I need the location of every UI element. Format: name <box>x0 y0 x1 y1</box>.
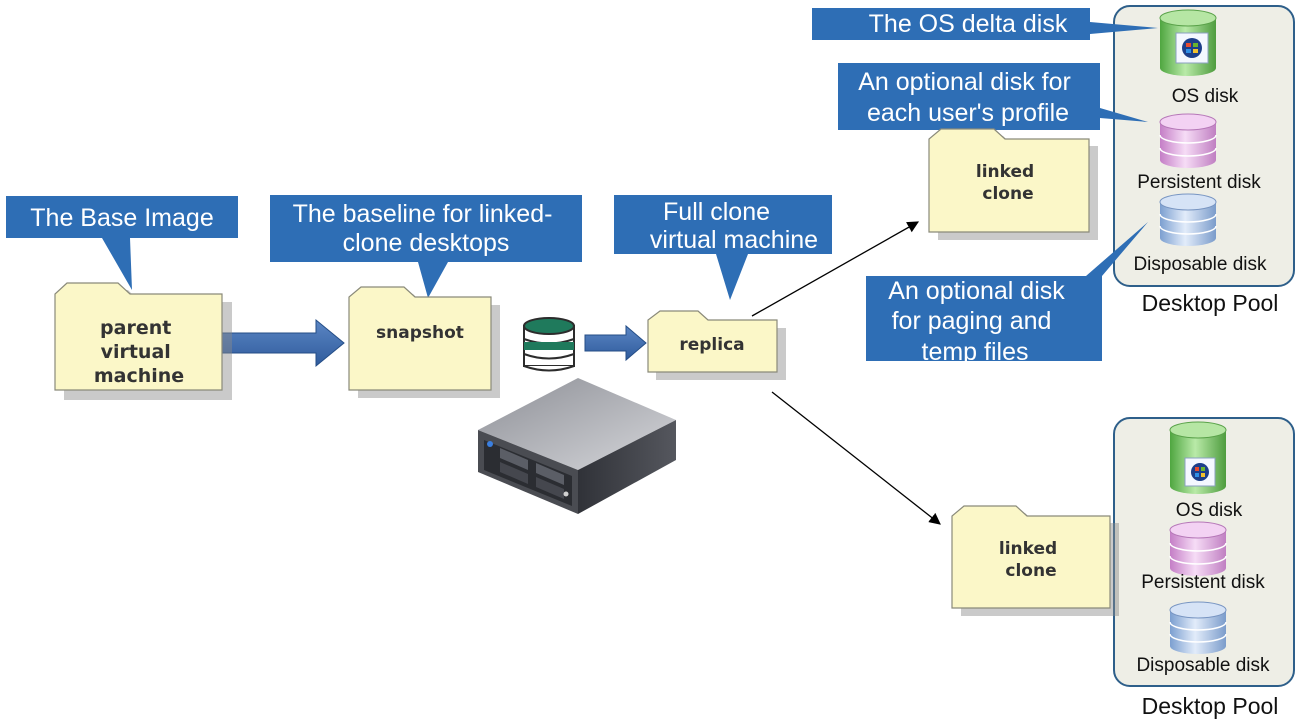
svg-text:parent virtual mac: parent virtual machine <box>94 317 184 387</box>
folder-parent-line-2: virtual <box>101 341 171 363</box>
folder-linked-clone-top: linked clone <box>928 128 1098 240</box>
arrow-storage-to-replica <box>584 324 647 362</box>
arrow-parent-to-snapshot <box>219 318 345 368</box>
callout-baseline-line-2: clone desktops <box>343 229 510 257</box>
callout-base-image: The Base Image <box>6 196 238 290</box>
disk-cylinder-icon <box>1170 530 1226 576</box>
callout-full-clone-line-2: virtual machine <box>650 226 818 254</box>
folder-parent-vm: parent virtual machine <box>54 282 232 400</box>
server-icon <box>478 378 676 514</box>
folder-replica: replica <box>647 310 786 380</box>
disposable-disk-top-label: Disposable disk <box>1133 254 1267 275</box>
persistent-disk-bottom-label: Persistent disk <box>1141 572 1265 593</box>
os-disk-top <box>1159 9 1217 76</box>
arrow-replica-to-linked-top <box>751 221 920 317</box>
callout-baseline: The baseline for linked- clone desktops <box>270 195 582 298</box>
callout-full-clone: Full clone virtual machine <box>614 195 832 300</box>
callout-base-image-line: The Base Image <box>30 204 213 232</box>
callout-os-delta-line: The OS delta disk <box>869 10 1068 38</box>
callout-paging-disk: An optional disk for paging and temp fil… <box>866 222 1148 366</box>
svg-text:An optional disk for eac: An optional disk for each user's profile <box>858 68 1078 127</box>
callout-full-clone-line-1: Full clone <box>663 198 770 226</box>
folder-snapshot: snapshot <box>348 286 500 398</box>
folder-snapshot-label: snapshot <box>376 323 464 343</box>
callout-os-delta: The OS delta disk <box>812 8 1158 40</box>
disposable-disk-bottom-label: Disposable disk <box>1136 655 1270 676</box>
svg-text:linked clone: linked clone <box>976 162 1040 204</box>
os-disk-bottom-label: OS disk <box>1176 500 1243 521</box>
persistent-disk-top-label: Persistent disk <box>1137 172 1261 193</box>
callout-paging-disk-line-2: for paging and <box>892 307 1052 335</box>
os-disk-top-label: OS disk <box>1172 86 1239 107</box>
svg-text:An optional disk for pag: An optional disk for paging and temp fil… <box>888 277 1071 366</box>
callout-baseline-line-1: The baseline for linked- <box>293 200 553 228</box>
callout-profile-disk: An optional disk for each user's profile <box>838 63 1148 130</box>
svg-text:snapshot: snapshot <box>376 323 464 343</box>
folder-linked-top-line-1: linked <box>976 162 1034 182</box>
disk-cylinder-icon <box>1160 122 1216 168</box>
callout-paging-disk-line-1: An optional disk <box>888 277 1065 305</box>
disposable-disk-bottom <box>1169 601 1227 654</box>
folder-linked-top-line-2: clone <box>982 184 1033 204</box>
folder-linked-bottom-line-2: clone <box>1005 561 1056 581</box>
folder-parent-line-1: parent <box>100 317 171 339</box>
svg-text:The Base Image: The Base Image <box>30 204 213 232</box>
folder-parent-line-3: machine <box>94 365 184 387</box>
svg-text:linked clone: linked clone <box>999 539 1063 581</box>
svg-text:replica: replica <box>679 335 744 355</box>
callout-paging-disk-line-3: temp files <box>922 338 1029 366</box>
os-disk-bottom <box>1169 421 1227 494</box>
desktop-pool-bottom-label: Desktop Pool <box>1142 693 1279 719</box>
callout-profile-disk-line-2: each user's profile <box>867 99 1069 127</box>
folder-linked-clone-bottom: linked clone <box>951 505 1119 616</box>
persistent-disk-top <box>1159 113 1217 168</box>
folder-linked-bottom-line-1: linked <box>999 539 1057 559</box>
persistent-disk-bottom <box>1169 521 1227 576</box>
folder-replica-label: replica <box>679 335 744 355</box>
svg-text:The OS delta disk: The OS delta disk <box>869 10 1068 38</box>
disk-cylinder-icon <box>1170 610 1226 654</box>
callout-profile-disk-line-1: An optional disk for <box>858 68 1071 96</box>
svg-text:Full clone virtual machi: Full clone virtual machine <box>650 198 818 254</box>
arrow-replica-to-linked-bottom <box>771 391 941 525</box>
database-icon <box>523 317 575 372</box>
disposable-disk-top <box>1159 193 1217 246</box>
svg-text:The baseline for linked-: The baseline for linked- clone desktops <box>293 200 560 257</box>
desktop-pool-top-label: Desktop Pool <box>1142 290 1279 316</box>
disk-cylinder-icon <box>1160 202 1216 246</box>
